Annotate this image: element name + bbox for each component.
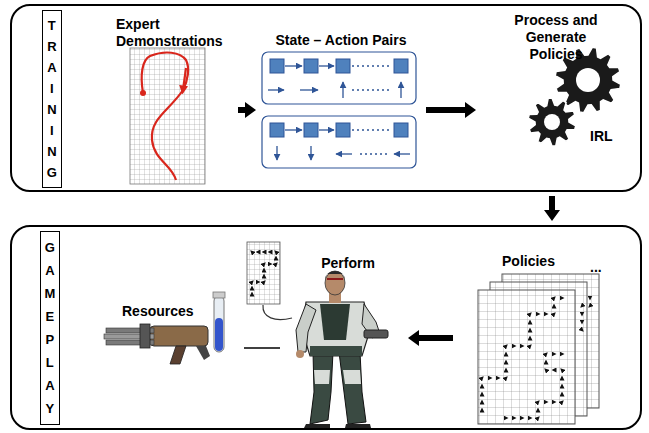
demo-grid-part <box>183 68 186 90</box>
state-action-pairs-part-part <box>394 59 408 73</box>
state-action-pairs-part-part <box>352 89 390 90</box>
process-box: Process and Generate PoliciesIRL <box>480 10 632 162</box>
state-action-pairs <box>262 52 416 168</box>
process-box: Policies... <box>457 247 632 429</box>
policy-grids <box>478 274 599 424</box>
demo-grid-part <box>130 48 205 184</box>
character-figure-part <box>339 352 366 424</box>
resource-icons-part <box>150 326 208 346</box>
resource-icons-part <box>140 324 150 348</box>
character-figure-part <box>310 346 362 356</box>
character-figure-part <box>296 350 304 358</box>
stage-panel: TRAINING Expert Demonstrations State – Act… <box>10 4 642 192</box>
character-figure-part <box>364 330 388 338</box>
state-action-pairs-part-part <box>336 59 350 73</box>
character-figure-part <box>320 304 350 340</box>
vertical-label: TRAINING <box>42 10 62 188</box>
flow-arrow <box>408 330 453 346</box>
state-action-pairs-part-part <box>394 123 408 137</box>
character-figure-part <box>325 271 345 295</box>
vertical-label: GAMEPLAY <box>40 231 60 425</box>
character-figure-part <box>304 424 371 428</box>
state-action-pairs-part-part <box>270 123 284 137</box>
mini-policy-grid-part <box>263 305 292 319</box>
state-action-pairs-part-part <box>319 65 334 66</box>
state-action-pairs-part <box>262 52 416 104</box>
flow-arrow <box>544 196 560 221</box>
mini-policy-grid <box>247 242 292 319</box>
state-action-pairs-part-part <box>276 146 277 160</box>
icon-label: ... <box>590 259 602 276</box>
resource-icons-part <box>196 346 210 360</box>
state-action-pairs-part-part <box>400 82 401 98</box>
policy-grids-part <box>478 290 575 424</box>
gear-icon <box>528 47 620 146</box>
process-box: Expert Demonstrations <box>102 12 234 190</box>
heading-text: Policies <box>502 253 632 270</box>
policy-grids-part <box>582 290 590 330</box>
flow-arrow <box>426 102 476 118</box>
state-action-pairs-part-part <box>285 65 302 66</box>
state-action-pairs-part-part <box>336 153 352 154</box>
demo-grid-part <box>142 53 188 180</box>
demo-grid-part <box>140 90 146 96</box>
resource-icons-part <box>170 346 186 364</box>
heading-text: Expert Demonstrations <box>116 16 234 50</box>
process-box: Resources <box>102 297 240 377</box>
stage-panel: GAMEPLAY Resources Perform Policies... <box>10 225 642 430</box>
gear-icon-part <box>544 114 560 130</box>
gear-icon-part <box>528 98 575 146</box>
state-action-pairs-part-part <box>352 66 390 130</box>
resource-icons-part <box>213 292 225 298</box>
resource-icons-part <box>215 318 223 351</box>
state-action-pairs-part-part <box>300 89 318 90</box>
flow-arrow <box>238 102 256 118</box>
resource-icons <box>104 292 225 364</box>
policy-grids-part <box>498 354 570 418</box>
heading-text: State – Action Pairs <box>260 32 422 49</box>
state-action-pairs-part-part <box>304 59 318 73</box>
policy-grids-part <box>482 298 570 418</box>
process-box: State – Action Pairs <box>260 28 422 178</box>
character-figure <box>296 271 388 428</box>
heading-text: Perform <box>292 255 404 272</box>
state-action-pairs-part-part <box>342 82 343 98</box>
character-figure-part <box>296 304 316 352</box>
resource-icons-part <box>214 296 224 352</box>
heading-text: Resources <box>122 303 240 320</box>
character-figure-part <box>314 370 361 384</box>
character-figure-part <box>310 352 333 424</box>
link-line <box>244 347 280 349</box>
mini-policy-grid-part <box>252 246 276 300</box>
state-action-pairs-part <box>262 116 416 168</box>
process-box: Perform <box>284 247 404 430</box>
mini-policy-grid-part <box>247 242 280 304</box>
state-action-pairs-part-part <box>394 153 410 154</box>
character-figure-part <box>325 271 345 280</box>
heading-text: Process and Generate Policies <box>506 12 606 63</box>
state-action-pairs-part-part <box>268 89 284 90</box>
state-action-pairs-part-part <box>336 123 350 137</box>
state-action-pairs-part-part <box>360 153 390 154</box>
state-action-pairs-part-part <box>319 129 334 130</box>
state-action-pairs-part <box>270 59 408 137</box>
state-action-pairs-part-part <box>304 123 318 137</box>
state-action-pairs-part-part <box>310 146 311 160</box>
demo-grid <box>130 48 205 184</box>
gear-icon-part <box>576 68 600 92</box>
state-action-pairs-part-part <box>285 129 302 130</box>
state-action-pairs-part-part <box>270 59 284 73</box>
character-figure-part <box>327 278 343 280</box>
icon-label: IRL <box>590 128 613 145</box>
state-action-pairs-part <box>268 66 410 160</box>
